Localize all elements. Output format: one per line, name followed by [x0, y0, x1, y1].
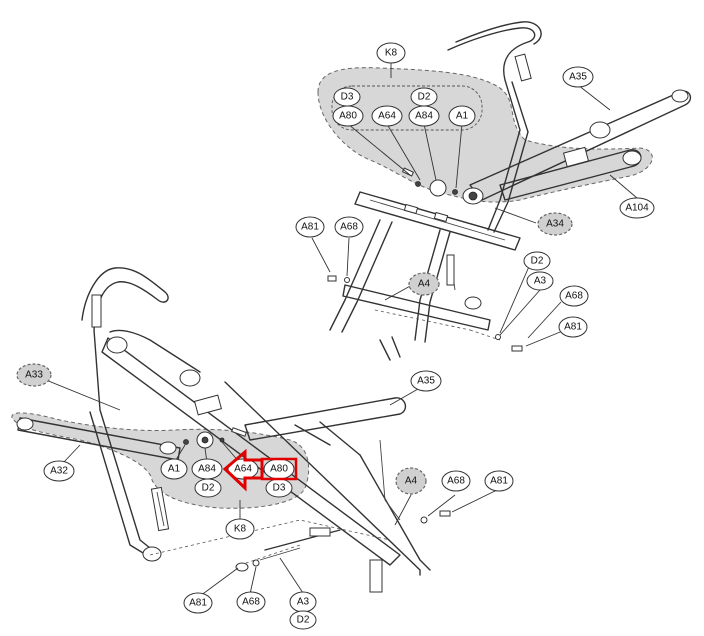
- callout-a64-top-label: A64: [378, 111, 396, 122]
- callout-a4-bottom-label: A4: [405, 476, 418, 487]
- callout-a35-top[interactable]: [562, 66, 594, 88]
- callout-a81-bottom-right[interactable]: [484, 470, 514, 492]
- bottom-arm-a35: [101, 337, 401, 566]
- callout-a84-top-label: A84: [415, 111, 433, 122]
- callout-a80-top[interactable]: [332, 105, 364, 127]
- callout-d2-top-label: D2: [418, 92, 431, 103]
- callout-a33-label: A33: [25, 370, 43, 381]
- callout-a68-top-right[interactable]: [559, 285, 589, 307]
- callout-a68-top-right-label: A68: [565, 291, 583, 302]
- callout-a68-top-left[interactable]: [334, 216, 364, 238]
- top-callout-group-box: [331, 85, 483, 131]
- callout-a32-label: A32: [50, 466, 68, 477]
- callout-a81-top-left-label: A81: [301, 222, 319, 233]
- callout-a81-top-right[interactable]: [558, 316, 588, 338]
- callout-a32[interactable]: [43, 460, 75, 482]
- callout-k8-top[interactable]: [376, 42, 406, 64]
- callout-d3-top-label: D3: [341, 92, 354, 103]
- callout-d2-bottom-label: D2: [202, 483, 215, 494]
- callout-a1-top[interactable]: [448, 105, 476, 127]
- callout-a35-bottom-label: A35: [417, 376, 435, 387]
- highlight-arrow: [222, 448, 264, 492]
- callout-a34-label: A34: [546, 219, 564, 230]
- bottom-handlebar: [81, 267, 169, 553]
- top-assembly: [311, 21, 692, 361]
- callout-d2-top-right[interactable]: [523, 251, 551, 271]
- callout-a81-bottom[interactable]: [183, 592, 213, 614]
- callout-a33[interactable]: [16, 363, 52, 387]
- callout-a84-top[interactable]: [408, 105, 440, 127]
- callout-a1-top-label: A1: [456, 111, 469, 122]
- callout-k8-bottom-label: K8: [234, 524, 247, 535]
- top-handlebar: [447, 27, 536, 231]
- callout-d3-bottom-label: D3: [273, 483, 286, 494]
- callout-d2-bottom-low[interactable]: [289, 610, 317, 630]
- callout-a104-label: A104: [625, 203, 649, 214]
- top-crossmember: [354, 191, 521, 251]
- callout-a4-top-label: A4: [418, 279, 431, 290]
- callout-a1-bottom-label: A1: [168, 464, 181, 475]
- callout-d2-bottom[interactable]: [194, 478, 222, 498]
- callout-a81-bottom-right-label: A81: [490, 476, 508, 487]
- callout-a3-bottom-label: A3: [297, 597, 310, 608]
- callout-a81-top-right-label: A81: [564, 322, 582, 333]
- callout-a35-bottom[interactable]: [410, 370, 442, 392]
- callout-a68-bottom-label: A68: [242, 597, 260, 608]
- callout-a68-top-left-label: A68: [340, 222, 358, 233]
- callout-a80-bottom-label: A80: [270, 464, 288, 475]
- callout-a84-bottom-label: A84: [198, 464, 216, 475]
- callout-a4-top[interactable]: [408, 272, 440, 296]
- callout-a81-top-left[interactable]: [295, 216, 325, 238]
- callout-a64-top[interactable]: [371, 105, 403, 127]
- callout-a3-top-right-label: A3: [534, 276, 547, 287]
- callout-a64-bottom[interactable]: [227, 458, 259, 480]
- callout-d2-bottom-low-label: D2: [297, 615, 310, 626]
- callout-a1-bottom[interactable]: [160, 458, 188, 480]
- highlight-annotation: [222, 448, 298, 492]
- bottom-k8-zone: [11, 412, 310, 509]
- callout-a64-bottom-label: A64: [234, 464, 252, 475]
- callout-d2-top-right-label: D2: [531, 256, 544, 267]
- top-base-frame: [342, 284, 491, 331]
- callout-a3-top-right[interactable]: [526, 271, 554, 291]
- callouts: K8 D3 D2 A80 A64 A84 A1 A35 A104 A34 A81…: [16, 42, 655, 630]
- callout-a104[interactable]: [619, 197, 655, 219]
- callout-k8-top-label: K8: [385, 48, 398, 59]
- callout-a35-top-label: A35: [569, 72, 587, 83]
- callout-a68-bottom-right[interactable]: [441, 470, 471, 492]
- bottom-assembly: [11, 267, 498, 597]
- callout-a80-top-label: A80: [339, 111, 357, 122]
- callout-a34[interactable]: [537, 212, 573, 236]
- callout-a68-bottom-right-label: A68: [447, 476, 465, 487]
- callout-k8-bottom[interactable]: [225, 518, 255, 540]
- callout-a4-bottom[interactable]: [395, 467, 427, 495]
- callout-a68-bottom[interactable]: [236, 591, 266, 613]
- callout-a81-bottom-label: A81: [189, 598, 207, 609]
